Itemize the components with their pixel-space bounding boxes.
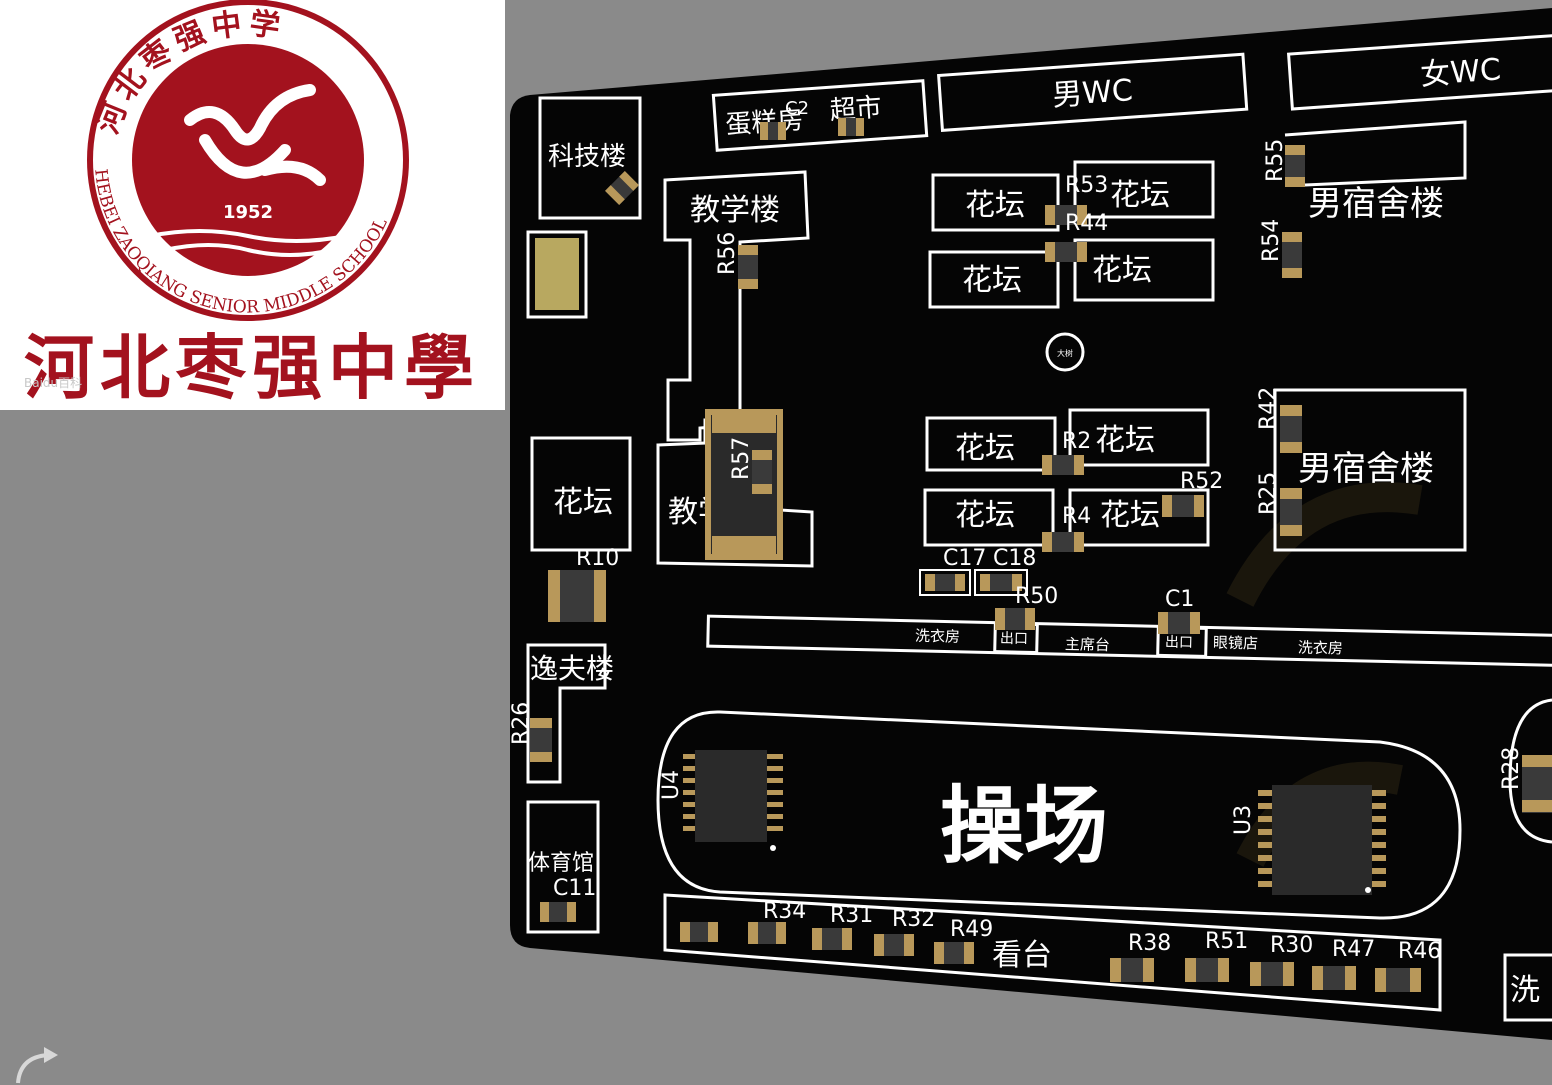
svg-text:U3: U3 <box>1231 805 1256 835</box>
male-dorm-2: 男宿舍楼 <box>1273 388 1467 552</box>
flag-pad <box>535 238 579 310</box>
designator-labels: C2 R55 R54 R53 R44 R56 R57 R42 R25 R2 R4… <box>509 98 1524 964</box>
svg-text:R10: R10 <box>576 546 619 571</box>
svg-text:R53: R53 <box>1065 173 1108 198</box>
svg-text:C1: C1 <box>1165 587 1194 612</box>
female-wc-label: 女WC <box>1419 52 1502 93</box>
flowerbed-left-label: 花坛 <box>553 485 613 520</box>
playground-label: 操场 <box>940 776 1108 875</box>
svg-text:男宿舍楼: 男宿舍楼 <box>1308 184 1444 224</box>
flowerbed-group-top: 花坛 花坛 花坛 花坛 <box>928 160 1215 309</box>
image-watermark: Baidu百科 <box>24 376 82 390</box>
male-dorm-1: 男宿舍楼 <box>1284 120 1467 224</box>
svg-text:R51: R51 <box>1205 929 1248 954</box>
emblem-motif <box>184 84 326 186</box>
flag-outline <box>526 230 588 319</box>
svg-text:R28: R28 <box>1499 747 1524 790</box>
svg-text:花坛: 花坛 <box>955 498 1015 533</box>
main-road: 洗衣房 出口 主席台 出口 眼镜店 洗衣房 <box>706 614 1552 667</box>
svg-text:R49: R49 <box>950 917 993 942</box>
svg-text:洗衣房: 洗衣房 <box>1298 638 1343 657</box>
playground-track: 操场 <box>656 710 1462 920</box>
school-logo-panel: 河北枣强中学 HEBEI ZAOQIANG SENIOR MIDDLE SCHO… <box>0 0 505 410</box>
board-outline <box>510 8 1552 1040</box>
svg-text:R31: R31 <box>830 903 873 928</box>
svg-text:花坛: 花坛 <box>1092 253 1152 288</box>
stands: 看台 <box>663 893 1442 1012</box>
large-component <box>705 409 783 560</box>
flowerbed-group-bottom: 花坛 花坛 花坛 花坛 <box>923 408 1210 547</box>
big-tree-label: 大树 <box>1057 348 1073 358</box>
svg-text:R25: R25 <box>1256 472 1281 515</box>
u3-ic <box>1258 785 1386 895</box>
rotate-icon[interactable] <box>10 1045 70 1085</box>
right-partial-outline <box>1508 698 1552 844</box>
svg-text:C18: C18 <box>993 546 1036 571</box>
svg-text:逸夫楼: 逸夫楼 <box>530 652 614 685</box>
flowerbed-left-outline <box>530 436 632 552</box>
svg-text:C17: C17 <box>943 546 986 571</box>
svg-text:出口: 出口 <box>1165 634 1193 651</box>
male-wc-label: 男WC <box>1051 73 1134 114</box>
svg-text:出口: 出口 <box>1000 631 1028 648</box>
svg-text:C2: C2 <box>785 98 809 119</box>
u4-ic <box>683 750 783 851</box>
svg-text:R57: R57 <box>729 437 754 480</box>
svg-text:R46: R46 <box>1398 939 1441 964</box>
emblem-waves <box>149 229 347 257</box>
svg-text:U4: U4 <box>659 770 684 800</box>
svg-text:花坛: 花坛 <box>965 188 1025 223</box>
svg-text:R26: R26 <box>509 702 534 745</box>
emblem-year: 1952 <box>223 202 273 223</box>
svg-text:花坛: 花坛 <box>962 263 1022 298</box>
laundry-edge-label: 洗 <box>1510 973 1540 1008</box>
svg-text:R34: R34 <box>763 899 806 924</box>
svg-text:C11: C11 <box>553 876 596 901</box>
svg-text:R38: R38 <box>1128 931 1171 956</box>
svg-text:洗衣房: 洗衣房 <box>915 627 960 646</box>
school-name-title: 河北枣强中學 <box>24 326 480 409</box>
svg-text:眼镜店: 眼镜店 <box>1213 634 1258 653</box>
svg-text:R54: R54 <box>1259 219 1284 262</box>
svg-text:花坛: 花坛 <box>1100 498 1160 533</box>
laundry-edge-outline <box>1503 953 1552 1022</box>
svg-text:R50: R50 <box>1015 584 1058 609</box>
svg-text:花坛: 花坛 <box>955 431 1015 466</box>
smd-components <box>530 118 1552 992</box>
teaching-building-1: 教学楼 <box>663 170 810 442</box>
svg-text:花坛: 花坛 <box>1095 423 1155 458</box>
svg-text:R44: R44 <box>1065 211 1108 236</box>
svg-text:花坛: 花坛 <box>1110 178 1170 213</box>
svg-text:看台: 看台 <box>992 938 1052 973</box>
svg-text:男宿舍楼: 男宿舍楼 <box>1298 449 1434 489</box>
svg-text:R56: R56 <box>715 232 740 275</box>
svg-text:R4: R4 <box>1062 504 1091 529</box>
female-wc-block: 女WC <box>1286 33 1552 111</box>
svg-text:R47: R47 <box>1332 937 1375 962</box>
svg-text:教学楼: 教学楼 <box>690 193 780 228</box>
svg-text:R2: R2 <box>1062 429 1091 454</box>
r10-component <box>548 570 606 622</box>
tech-building-label: 科技楼 <box>548 142 626 172</box>
yifu-building: 逸夫楼 <box>526 643 614 784</box>
svg-text:体育馆: 体育馆 <box>528 851 594 876</box>
svg-text:R42: R42 <box>1256 387 1281 430</box>
tech-building-outline <box>538 96 642 220</box>
male-wc-block: 男WC <box>937 52 1249 132</box>
svg-text:R32: R32 <box>892 907 935 932</box>
svg-text:R30: R30 <box>1270 933 1313 958</box>
big-tree-marker <box>1045 332 1085 372</box>
svg-text:R55: R55 <box>1263 139 1288 182</box>
gymnasium: 体育馆 <box>526 800 600 934</box>
svg-text:R52: R52 <box>1180 469 1223 494</box>
svg-text:主席台: 主席台 <box>1065 635 1110 654</box>
school-emblem: 河北枣强中学 HEBEI ZAOQIANG SENIOR MIDDLE SCHO… <box>24 0 480 409</box>
